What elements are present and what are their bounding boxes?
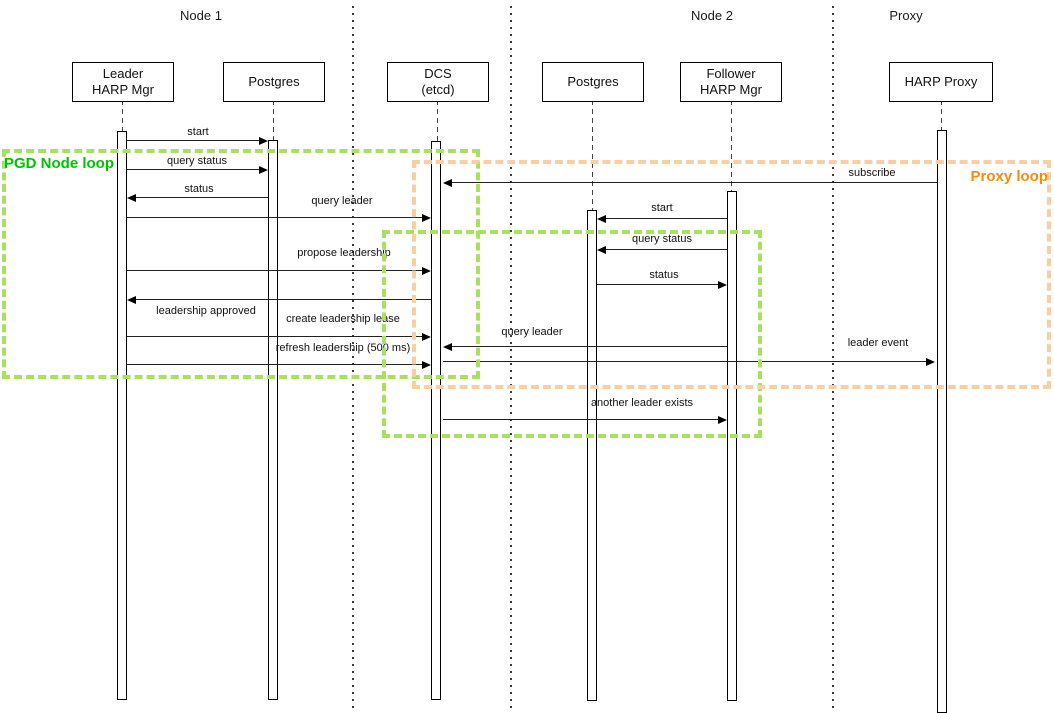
message-label-query-status-1: query status xyxy=(167,155,227,167)
arrowhead-status-2 xyxy=(718,280,727,289)
participant-label-line: (etcd) xyxy=(421,82,455,97)
participant-label-line: HARP Proxy xyxy=(904,74,978,89)
arrowhead-create-leadership-lease xyxy=(422,332,431,341)
group-title-proxy: Proxy xyxy=(889,8,923,23)
lifeline-dcs-etcd xyxy=(437,100,438,141)
group-title-node-1: Node 1 xyxy=(180,8,222,23)
activation-bar-follower-harp-mgr xyxy=(727,191,737,701)
activation-bar-postgres-node2 xyxy=(587,210,597,701)
participant-label-line: Postgres xyxy=(248,74,300,89)
activation-bar-leader-harp-mgr xyxy=(117,131,127,700)
lifeline-follower-harp-mgr xyxy=(731,100,732,191)
participant-postgres-node2: Postgres xyxy=(542,62,644,102)
message-line-start-1 xyxy=(127,140,259,141)
arrowhead-start-2 xyxy=(597,214,606,223)
arrowhead-leadership-approved xyxy=(127,295,136,304)
participant-label-line: DCS xyxy=(424,66,452,81)
message-line-refresh-leadership xyxy=(127,364,422,365)
message-label-refresh-leadership: refresh leadership (500 ms) xyxy=(275,342,411,354)
lifeline-leader-harp-mgr xyxy=(122,100,123,131)
activation-bar-harp-proxy xyxy=(937,130,947,713)
participant-dcs-etcd: DCS(etcd) xyxy=(387,62,489,102)
message-label-another-leader-exists: another leader exists xyxy=(590,397,694,409)
arrowhead-query-leader-1 xyxy=(422,213,431,222)
arrowhead-leader-event xyxy=(926,357,935,366)
arrowhead-another-leader-exists xyxy=(718,415,727,424)
loop-label-pgd-node-loop: PGD Node loop xyxy=(4,155,114,172)
message-label-status-1: status xyxy=(184,183,214,195)
message-line-query-leader-2 xyxy=(452,346,727,347)
group-separator-line xyxy=(510,6,512,713)
message-line-another-leader-exists xyxy=(443,419,718,420)
message-label-leadership-approved: leadership approved xyxy=(156,305,256,317)
message-label-create-leadership-lease: create leadership lease xyxy=(286,313,400,325)
message-line-query-status-2 xyxy=(606,249,727,250)
loop-label-proxy-loop: Proxy loop xyxy=(970,168,1048,185)
message-label-subscribe: subscribe xyxy=(848,167,896,179)
message-line-start-2 xyxy=(606,218,727,219)
participant-label-line: HARP Mgr xyxy=(700,82,762,97)
participant-harp-proxy: HARP Proxy xyxy=(889,62,993,102)
participant-label-line: Postgres xyxy=(567,74,619,89)
message-label-status-2: status xyxy=(649,269,679,281)
arrowhead-query-status-1 xyxy=(259,165,268,174)
lifeline-postgres-node2 xyxy=(592,100,593,210)
message-line-leader-event xyxy=(443,361,926,362)
message-label-query-leader-1: query leader xyxy=(311,195,373,207)
message-line-status-1 xyxy=(136,197,268,198)
message-label-start-1: start xyxy=(187,126,209,138)
message-label-query-leader-2: query leader xyxy=(501,326,563,338)
arrowhead-subscribe xyxy=(443,178,452,187)
lifeline-harp-proxy xyxy=(941,100,942,130)
arrowhead-status-1 xyxy=(127,193,136,202)
participant-label-line: Follower xyxy=(706,66,756,81)
message-line-propose-leadership xyxy=(127,270,422,271)
arrowhead-refresh-leadership xyxy=(422,360,431,369)
participant-postgres-node1: Postgres xyxy=(223,62,325,102)
group-title-node-2: Node 2 xyxy=(691,8,733,23)
message-label-leader-event: leader event xyxy=(847,337,909,349)
message-line-create-leadership-lease xyxy=(127,336,422,337)
arrowhead-query-status-2 xyxy=(597,245,606,254)
arrowhead-start-1 xyxy=(259,136,268,145)
activation-bar-postgres-node1 xyxy=(268,140,278,700)
group-separator-line xyxy=(352,6,354,713)
participant-label-line: Leader xyxy=(102,66,144,81)
message-line-query-status-1 xyxy=(127,169,259,170)
message-line-query-leader-1 xyxy=(127,217,422,218)
message-line-status-2 xyxy=(597,284,718,285)
message-label-propose-leadership: propose leadership xyxy=(297,247,391,259)
message-line-subscribe xyxy=(452,182,937,183)
group-separator-line xyxy=(832,6,834,713)
message-line-leadership-approved xyxy=(136,299,431,300)
arrowhead-query-leader-2 xyxy=(443,342,452,351)
message-label-start-2: start xyxy=(651,202,673,214)
arrowhead-propose-leadership xyxy=(422,266,431,275)
activation-bar-dcs-etcd xyxy=(431,141,441,700)
lifeline-postgres-node1 xyxy=(273,100,274,140)
message-label-query-status-2: query status xyxy=(632,233,692,245)
participant-label-line: HARP Mgr xyxy=(92,82,154,97)
